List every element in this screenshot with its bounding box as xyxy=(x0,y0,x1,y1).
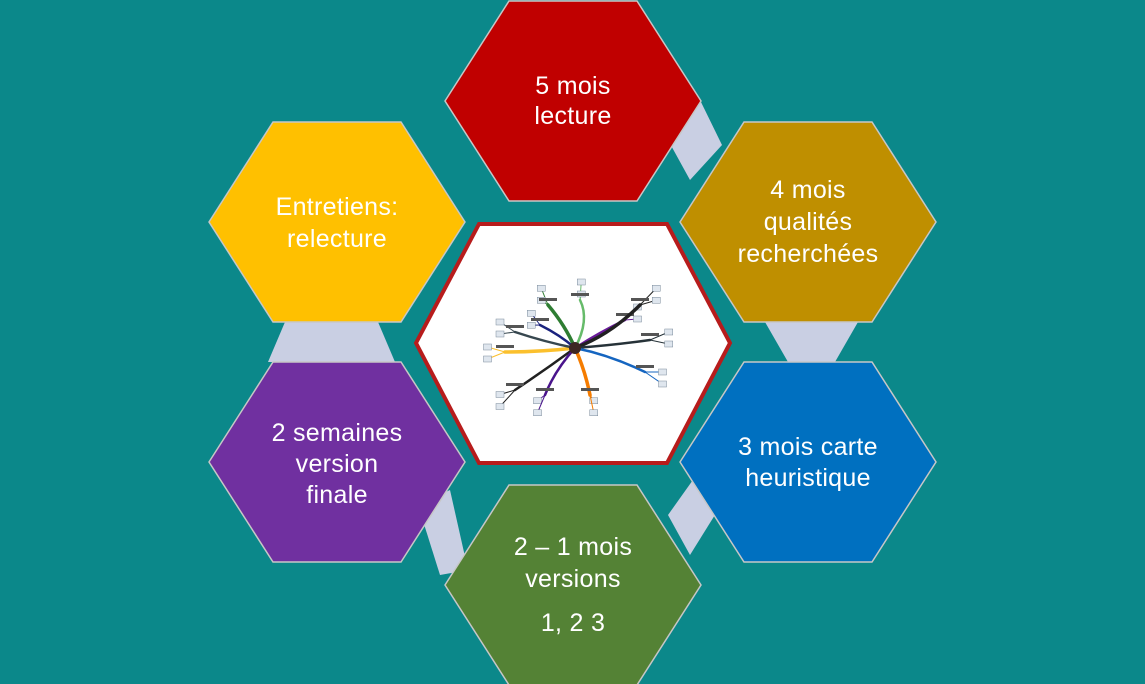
mind-map-node xyxy=(495,330,505,338)
mind-map-label-mark xyxy=(506,325,524,328)
mind-map-node xyxy=(527,322,536,329)
hexagon-lower-right-label-line: heuristique xyxy=(745,464,871,492)
hexagon-lower-left-label-line: finale xyxy=(306,481,368,509)
mind-map-label-mark xyxy=(496,345,514,348)
mind-map-label-mark xyxy=(581,388,599,391)
hexagon-lower-right-label-line: 3 mois carte xyxy=(738,433,878,461)
mind-map-branch xyxy=(513,346,577,392)
mind-map-hub xyxy=(569,342,581,354)
mind-map-node xyxy=(658,380,667,388)
mind-map-node xyxy=(664,328,673,336)
hexagon-bottom-label-line: 1, 2 3 xyxy=(541,609,605,637)
mind-map-label-mark xyxy=(531,318,549,321)
hexagon-top-shape xyxy=(444,0,702,202)
mind-map-node xyxy=(664,340,673,348)
hexagon-bottom-shape xyxy=(444,484,702,684)
connector-lower-left-to-upper-left xyxy=(268,322,395,362)
hexagon-upper-left-shape xyxy=(208,121,466,323)
mind-map-node xyxy=(537,285,546,292)
hexagon-top-label-line: 5 mois xyxy=(535,72,610,100)
mind-map-node xyxy=(589,397,598,404)
mind-map-node xyxy=(577,278,586,286)
mind-map-branch xyxy=(573,338,652,350)
hexagon-lower-left: 2 semaines version finale xyxy=(208,361,466,563)
mind-map-branch xyxy=(503,346,577,354)
mind-map-node xyxy=(633,315,642,323)
mind-map-node xyxy=(652,297,661,304)
hexagon-bottom-label-line: versions xyxy=(525,565,621,593)
connector-top-to-upper-right xyxy=(668,100,722,180)
mind-map-label-mark xyxy=(506,383,524,386)
hexagon-upper-right-label-line: recherchées xyxy=(738,240,879,268)
hexagon-upper-right-shape xyxy=(679,121,937,323)
mind-map-label-mark xyxy=(636,365,654,368)
mind-map-label-mark xyxy=(536,388,554,391)
mind-map-node xyxy=(589,409,598,416)
mind-map-node xyxy=(495,391,505,398)
hexagon-lower-left-shape xyxy=(208,361,466,563)
mind-map-image xyxy=(483,278,673,416)
mind-map-node xyxy=(483,343,492,351)
mind-map-node xyxy=(658,368,667,376)
center-hexagon xyxy=(413,222,733,465)
hexagon-upper-right-label-line: 4 mois xyxy=(770,176,845,204)
mind-map-label-mark xyxy=(641,333,659,336)
hexagon-bottom-label-line: 2 – 1 mois xyxy=(514,533,632,561)
mind-map-branch xyxy=(573,346,647,374)
mind-map-label-mark xyxy=(539,298,557,301)
connector-upper-right-to-lower-right xyxy=(765,322,858,362)
mind-map-node xyxy=(495,403,505,410)
mind-map-branch xyxy=(573,303,642,350)
mind-map-node xyxy=(533,397,542,404)
mind-map-label-mark xyxy=(571,293,589,296)
mind-map-node xyxy=(652,285,661,292)
hexagon-top-label-line: lecture xyxy=(534,102,611,130)
hexagon-upper-left-label-line: Entretiens: xyxy=(276,193,399,221)
mind-map-node xyxy=(495,318,505,326)
mind-map-node xyxy=(483,355,492,363)
mind-map-node xyxy=(533,409,542,416)
mind-map-node xyxy=(527,310,536,317)
hexagon-bottom: 2 – 1 mois versions 1, 2 3 xyxy=(444,484,702,684)
hexagon-upper-left-label-line: relecture xyxy=(287,225,387,253)
mind-map-label-mark xyxy=(616,313,634,316)
hexagon-lower-right-shape xyxy=(679,361,937,563)
hexagon-lower-left-label-line: 2 semaines xyxy=(272,419,403,447)
hexagon-upper-left: Entretiens: relecture xyxy=(208,121,466,323)
hexagon-upper-right: 4 mois qualités recherchées xyxy=(679,121,937,323)
mind-map-label-mark xyxy=(631,298,649,301)
hexagon-upper-right-label-line: qualités xyxy=(764,208,853,236)
hexagon-lower-right: 3 mois carte heuristique xyxy=(679,361,937,563)
hexagon-lower-left-label-line: version xyxy=(296,450,379,478)
